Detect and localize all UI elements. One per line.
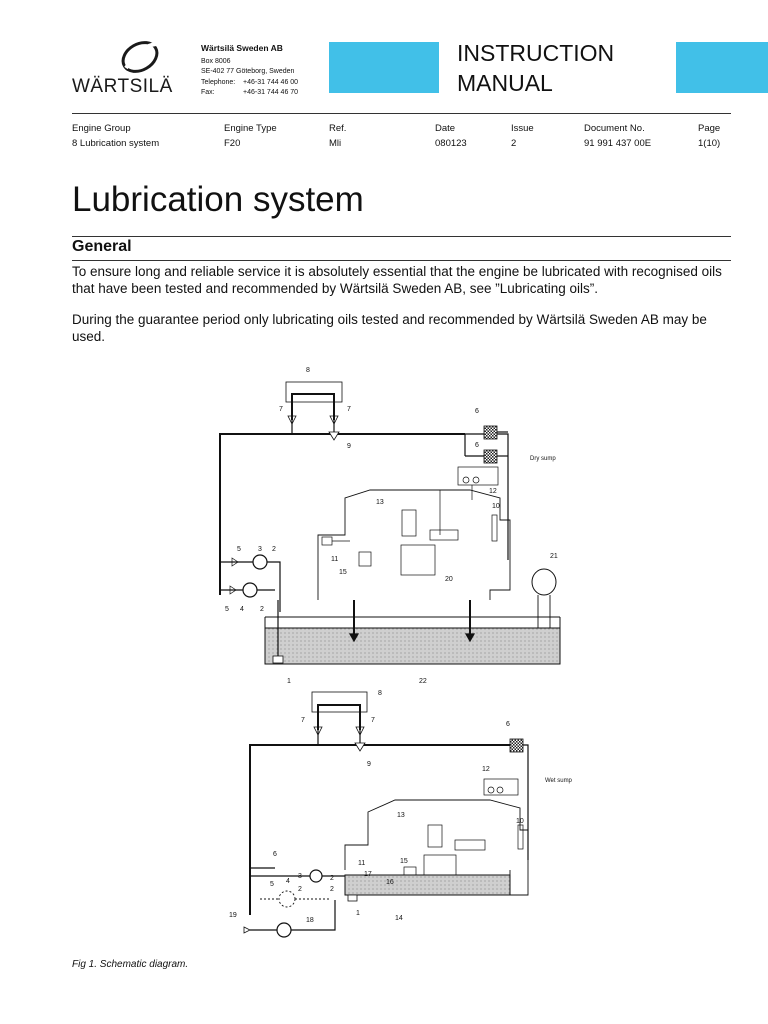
engine-type-value: F20 xyxy=(224,138,241,149)
issue-label: Issue xyxy=(511,123,534,134)
svg-text:1: 1 xyxy=(356,910,360,917)
svg-text:6: 6 xyxy=(475,408,479,415)
address-line: SE-402 77 Göteborg, Sweden xyxy=(201,68,295,75)
svg-text:2: 2 xyxy=(272,546,276,553)
meta-page: Page 1(10) xyxy=(698,121,720,151)
page-label: Page xyxy=(698,123,721,134)
svg-text:12: 12 xyxy=(482,766,490,773)
telephone-label: Telephone: xyxy=(201,78,236,86)
fax-value: +46-31 744 46 70 xyxy=(243,89,299,96)
document-no-label: Document No. xyxy=(584,123,645,134)
accent-block-left xyxy=(329,42,439,93)
manual-title-line2: MANUAL xyxy=(457,70,553,96)
logo-swoosh-icon xyxy=(121,41,159,73)
svg-text:15: 15 xyxy=(339,569,347,576)
header-divider xyxy=(72,113,731,114)
svg-text:2: 2 xyxy=(260,606,264,613)
svg-text:17: 17 xyxy=(364,871,372,878)
svg-text:6: 6 xyxy=(506,721,510,728)
page-value: 1(10) xyxy=(698,138,721,149)
svg-text:11: 11 xyxy=(358,860,365,867)
logo-text: WÄRTSILÄ xyxy=(72,76,173,97)
engine-group-label: Engine Group xyxy=(72,123,131,134)
svg-text:14: 14 xyxy=(395,915,403,922)
svg-text:9: 9 xyxy=(347,443,351,450)
svg-text:9: 9 xyxy=(367,761,371,768)
svg-text:6: 6 xyxy=(475,442,479,449)
svg-text:7: 7 xyxy=(301,717,305,724)
svg-text:6: 6 xyxy=(273,851,277,858)
company-name: Wärtsilä Sweden AB xyxy=(201,43,283,53)
svg-text:15: 15 xyxy=(400,858,408,865)
title-divider xyxy=(72,236,731,237)
paragraph-intro: To ensure long and reliable service it i… xyxy=(72,264,722,296)
svg-text:8: 8 xyxy=(378,690,382,697)
wet-sump-diagram: 8 7 7 9 6 12 13 10 11 15 6 3 2 17 16 5 4 2 2 1 14 19 18 xyxy=(229,690,529,938)
date-value: 080123 xyxy=(435,138,467,149)
svg-text:5: 5 xyxy=(270,881,274,888)
manual-title: INSTRUCTION MANUAL xyxy=(457,38,614,98)
date-label: Date xyxy=(435,123,456,134)
meta-ref: Ref. Mli xyxy=(329,121,346,151)
ref-value: Mli xyxy=(329,138,342,149)
page-title: Lubrication system xyxy=(72,180,364,219)
svg-text:10: 10 xyxy=(492,503,500,510)
figure-caption: Fig 1. Schematic diagram. xyxy=(72,959,189,970)
company-address: Wärtsilä Sweden AB Box 8006 SE-402 77 Gö… xyxy=(201,43,298,99)
svg-text:16: 16 xyxy=(386,879,394,886)
engine-group-value: 8 Lubrication system xyxy=(72,138,160,149)
address-line: Box 8006 xyxy=(201,57,231,65)
svg-text:7: 7 xyxy=(371,717,375,724)
section-heading: General xyxy=(72,238,132,255)
svg-text:22: 22 xyxy=(419,678,427,685)
svg-text:1: 1 xyxy=(287,678,291,685)
wartsila-logo: WÄRTSILÄ xyxy=(72,38,184,100)
svg-text:12: 12 xyxy=(489,488,497,495)
svg-text:21: 21 xyxy=(550,553,558,560)
telephone-row: Telephone: +46-31 744 46 00 xyxy=(201,78,298,89)
svg-text:13: 13 xyxy=(376,499,384,506)
fax-label: Fax: xyxy=(201,89,215,96)
meta-document-no: Document No. 91 991 437 00E xyxy=(584,121,651,151)
document-no-value: 91 991 437 00E xyxy=(584,138,652,149)
dry-sump-label: Dry sump xyxy=(530,456,556,462)
svg-text:10: 10 xyxy=(516,818,524,825)
meta-engine-group: Engine Group 8 Lubrication system xyxy=(72,121,159,151)
meta-date: Date 080123 xyxy=(435,121,467,151)
svg-text:3: 3 xyxy=(298,873,302,880)
svg-text:2: 2 xyxy=(330,875,334,882)
telephone-value: +46-31 744 46 00 xyxy=(243,78,299,86)
accent-block-right xyxy=(676,42,768,93)
issue-value: 2 xyxy=(511,138,517,149)
meta-engine-type: Engine Type F20 xyxy=(224,121,277,151)
svg-text:2: 2 xyxy=(298,886,302,893)
manual-title-line1: INSTRUCTION xyxy=(457,40,615,66)
engine-type-label: Engine Type xyxy=(224,123,277,134)
svg-text:4: 4 xyxy=(286,878,290,885)
wet-sump-label: Wet sump xyxy=(545,778,573,784)
fax-row: Fax: +46-31 744 46 70 xyxy=(201,88,298,99)
svg-text:3: 3 xyxy=(258,546,262,553)
section-divider xyxy=(72,260,731,261)
paragraph-guarantee: During the guarantee period only lubrica… xyxy=(72,312,707,344)
svg-text:7: 7 xyxy=(347,406,351,413)
svg-text:18: 18 xyxy=(306,917,314,924)
svg-text:11: 11 xyxy=(331,556,338,563)
svg-text:5: 5 xyxy=(237,546,241,553)
svg-text:13: 13 xyxy=(397,812,405,819)
ref-label: Ref. xyxy=(329,123,347,134)
svg-text:4: 4 xyxy=(240,606,244,613)
svg-text:2: 2 xyxy=(330,886,334,893)
svg-text:20: 20 xyxy=(445,576,453,583)
svg-text:5: 5 xyxy=(225,606,229,613)
meta-issue: Issue 2 xyxy=(511,121,534,151)
svg-text:8: 8 xyxy=(306,367,310,374)
svg-text:7: 7 xyxy=(279,406,283,413)
svg-text:19: 19 xyxy=(229,912,237,919)
